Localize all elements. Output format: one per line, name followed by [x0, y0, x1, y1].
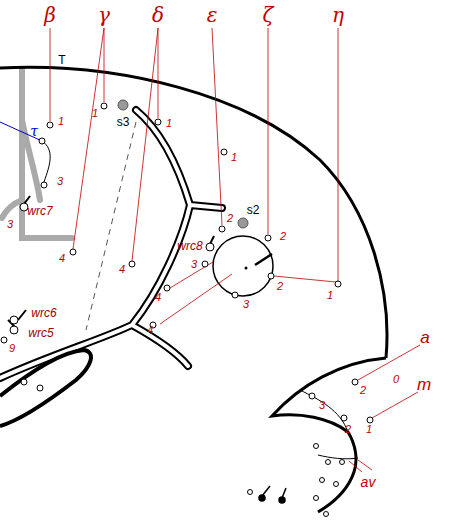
group-label: av	[361, 475, 376, 489]
callout-number: 4	[119, 264, 125, 275]
callout-number: 1	[58, 116, 64, 127]
callout-number: 2	[227, 213, 233, 224]
callout-number: 4	[59, 253, 65, 264]
callout-number: 0	[393, 374, 399, 385]
seta-group-letter: δ	[152, 5, 164, 25]
callout-number: 1	[366, 424, 372, 435]
callout-number: 3	[57, 176, 63, 187]
callout-number: 1	[327, 290, 333, 301]
callout-number: 2	[345, 424, 351, 435]
group-letter: m	[417, 376, 431, 393]
suture-label: τ	[30, 124, 38, 138]
sensillum-label: wrc7	[27, 205, 52, 217]
seta-group-letter: η	[332, 5, 344, 25]
callout-number: 3	[7, 219, 13, 230]
callout-number: 1	[92, 108, 98, 119]
callout-number: 3	[319, 400, 325, 411]
callout-number: 2	[280, 231, 286, 242]
group-letter: a	[420, 329, 429, 346]
callout-number: 1	[231, 152, 237, 163]
callout-number: 1	[166, 118, 172, 129]
seta-group-letter: ζ	[263, 5, 274, 25]
structure-label: s2	[247, 204, 260, 216]
callout-number: 3	[191, 259, 197, 270]
sensillum-label: wrc6	[31, 307, 56, 319]
callout-number: 2	[360, 385, 366, 396]
sensillum-label: wrc8	[177, 240, 202, 252]
callout-number: 4	[147, 325, 153, 336]
seta-group-letter: γ	[98, 5, 110, 25]
callout-number: 2	[277, 281, 283, 292]
sensillum-label: wrc5	[28, 327, 53, 339]
seta-group-letter: ε	[207, 5, 218, 25]
structure-label: s3	[117, 116, 130, 128]
structure-label: T	[58, 54, 65, 66]
callout-number: 4	[155, 292, 161, 303]
callout-number: 9	[9, 343, 15, 354]
callout-number: 3	[243, 299, 249, 310]
seta-group-letter: β	[44, 5, 56, 25]
